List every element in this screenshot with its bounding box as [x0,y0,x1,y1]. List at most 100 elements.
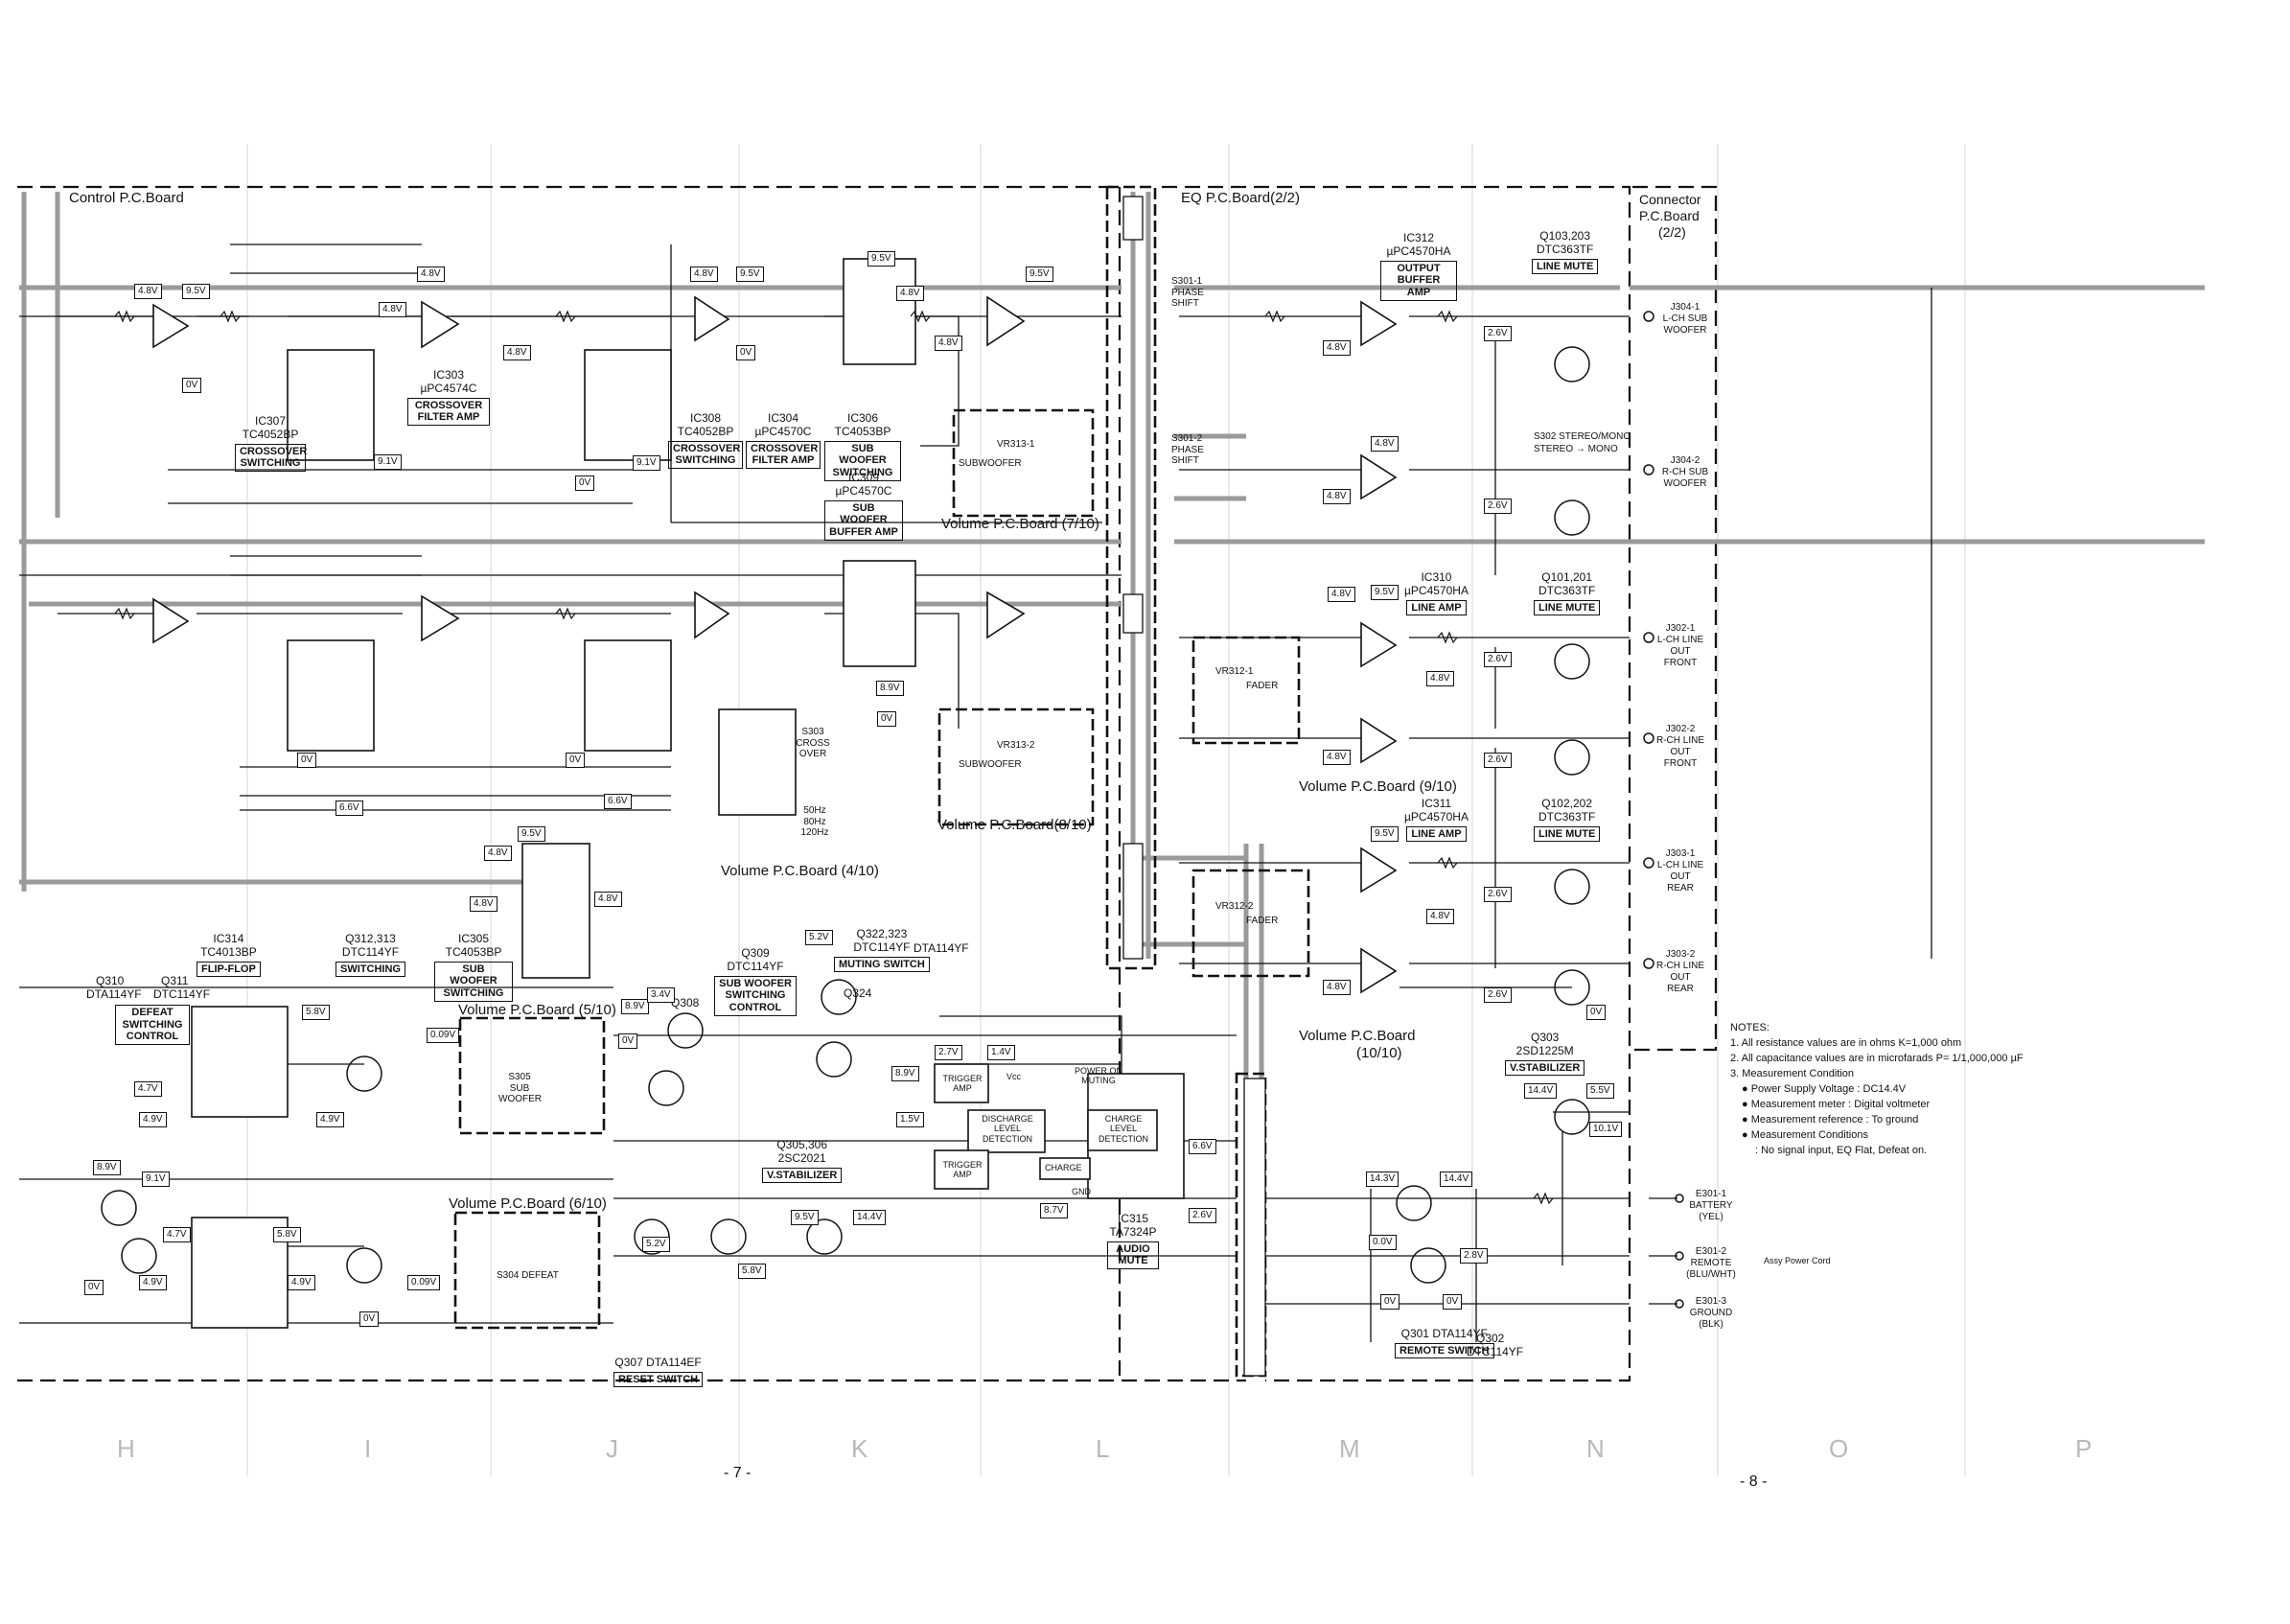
label-s305: S305 SUB WOOFER [498,1072,542,1104]
label-charge: CHARGE [1045,1163,1082,1172]
voltage-box: 9.5V [1026,267,1053,282]
voltage-box: 4.8V [1323,980,1351,995]
voltage-box: 9.5V [1371,585,1399,600]
voltage-box: 0V [84,1280,104,1295]
voltage-box: 4.8V [690,267,718,282]
voltage-box: 4.9V [139,1112,167,1127]
note-1: 1. All resistance values are in ohms K=1… [1730,1037,1962,1049]
grid-column-k: K [851,1434,868,1463]
voltage-box: 2.7V [935,1045,962,1060]
voltage-box: 8.9V [93,1160,121,1175]
voltage-box: 8.9V [621,999,649,1014]
voltage-box: 8.7V [1040,1203,1068,1218]
note-3a: ● Power Supply Voltage : DC14.4V [1742,1083,1907,1095]
voltage-box: 4.7V [134,1081,162,1097]
voltage-box: 4.8V [594,892,622,907]
grid-column-m: M [1339,1434,1360,1463]
voltage-box: 9.5V [518,826,545,842]
label-charge-level: CHARGE LEVEL DETECTION [1098,1114,1148,1144]
voltage-box: 4.8V [1323,340,1351,356]
voltage-box: 5.2V [642,1237,670,1252]
label-defeat-switching: DEFEAT SWITCHING CONTROL [115,1005,190,1045]
eq-board-label: EQ P.C.Board(2/2) [1181,190,1300,206]
volume-board-8: Volume P.C.Board(8/10) [937,817,1092,833]
voltage-box: 4.8V [1426,909,1454,924]
voltage-box: 4.8V [417,267,445,282]
voltage-box: 6.6V [335,800,363,816]
voltage-box: 6.6V [604,794,632,809]
voltage-box: 1.5V [896,1112,924,1127]
label-trigger-amp-1: TRIGGER AMP [942,1074,983,1094]
voltage-box: 10.1V [1589,1122,1623,1137]
grid-column-j: J [606,1434,618,1463]
volume-board-7: Volume P.C.Board (7/10) [941,516,1099,532]
voltage-box: 4.9V [316,1112,344,1127]
voltage-box: 14.4V [853,1210,887,1225]
voltage-box: 14.4V [1524,1083,1558,1099]
voltage-box: 0V [566,753,586,768]
label-gnd: GND [1072,1187,1091,1196]
voltage-box: 9.5V [867,251,895,267]
label-vr313-2: VR313-2 [997,740,1035,751]
voltage-box: 0V [1586,1005,1607,1020]
label-q302: Q302 [1476,1332,1505,1345]
label-q324-part: DTA114YF [914,941,969,955]
label-s303-freq: 50Hz 80Hz 120Hz [800,805,829,838]
voltage-box: 0V [575,476,595,491]
voltage-box-2-6v: 2.6V [1484,987,1512,1003]
voltage-box: 0V [1380,1294,1400,1310]
voltage-box: 4.8V [1371,436,1399,452]
grid-column-l: L [1096,1434,1110,1463]
voltage-box: 0V [1443,1294,1463,1310]
label-s302: S302 STEREO/MONO [1534,431,1631,442]
voltage-box: 2.8V [1460,1248,1488,1264]
voltage-box: 0V [359,1311,380,1327]
page-number-8: - 8 - [1740,1473,1768,1490]
voltage-box: 14.3V [1366,1172,1399,1187]
voltage-box: 1.4V [987,1045,1015,1060]
label-fader-2: FADER [1246,916,1279,926]
voltage-box: 4.8V [1323,489,1351,504]
grid-column-o: O [1829,1434,1849,1463]
volume-board-10-line2: (10/10) [1356,1045,1402,1061]
volume-board-9: Volume P.C.Board (9/10) [1299,778,1457,795]
connector-board-label-1: Connector [1639,192,1701,207]
label-trigger-amp-2: TRIGGER AMP [942,1160,983,1180]
voltage-box: 0.0V [1369,1235,1397,1250]
note-3b: ● Measurement meter : Digital voltmeter [1742,1099,1931,1110]
label-fader-1: FADER [1246,681,1279,691]
voltage-box: 4.8V [1328,587,1355,602]
voltage-box: 5.8V [302,1005,330,1020]
label-s301-2: S301-2 PHASE SHIFT [1171,433,1204,466]
volume-board-6: Volume P.C.Board (6/10) [449,1195,607,1212]
control-board-label: Control P.C.Board [69,190,184,206]
label-subwoofer-2: SUBWOOFER [959,759,1022,770]
voltage-box-2-6v: 2.6V [1484,753,1512,768]
voltage-box: 9.1V [142,1172,170,1187]
voltage-box: 4.7V [163,1227,191,1242]
label-q310-part: DTA114YF [86,987,142,1001]
voltage-box: 4.8V [896,286,924,301]
label-vr313-1: VR313-1 [997,439,1035,450]
label-vr312-1: VR312-1 [1215,666,1254,677]
note-2: 2. All capacitance values are in microfa… [1730,1053,2024,1064]
grid-column-h: H [117,1434,135,1463]
label-q310: Q310 [96,974,125,987]
label-q302-part: DTC114YF [1467,1345,1524,1358]
notes-title: NOTES: [1730,1022,1770,1033]
label-s304: S304 DEFEAT [497,1270,559,1281]
voltage-box: 4.8V [470,896,497,912]
voltage-box: 5.5V [1586,1083,1614,1099]
voltage-box-2-6v: 2.6V [1484,652,1512,667]
voltage-box: 9.5V [182,284,210,299]
voltage-box: 4.8V [1323,750,1351,765]
connector-board-label-3: (2/2) [1658,224,1686,240]
